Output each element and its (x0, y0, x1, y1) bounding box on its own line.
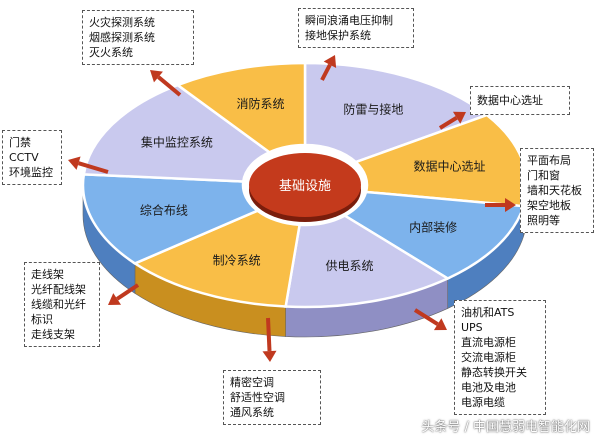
box-line: 交流电源柜 (461, 351, 516, 364)
arrow-shaft-cooling (266, 317, 272, 352)
box-line: 通风系统 (230, 406, 274, 419)
lightning-protection-box: 瞬间浪涌电压抑制接地保护系统 (298, 8, 414, 48)
arrow-shaft-power (413, 308, 439, 326)
arrow-head-lightning (323, 55, 337, 68)
segment-label-lightning: 防雷与接地 (343, 102, 403, 117)
box-line: 平面布局 (527, 154, 571, 167)
box-line: CCTV (9, 151, 39, 164)
segment-lightning (303, 61, 490, 164)
box-line: 门和窗 (527, 169, 560, 182)
segment-fire (175, 61, 307, 154)
cabling-box: 走线架光纤配线架线缆和光纤标识走线支架 (24, 262, 100, 347)
box-line: 电池及电池 (461, 381, 516, 394)
box-line: 火灾探测系统 (89, 16, 155, 29)
segment-label-monitoring: 集中监控系统 (141, 135, 213, 150)
center-label: 基础设施 (279, 179, 331, 194)
segment-label-datacenter-site: 数据中心选址 (413, 159, 485, 174)
power-system-box: 油机和ATS UPS 直流电源柜交流电源柜静态转换开关电池及电池电源电缆 (454, 300, 546, 415)
box-line: 油机和ATS (461, 306, 515, 319)
arrow-shaft-monitoring (77, 161, 109, 174)
segment-power (284, 214, 451, 309)
box-line: 门禁 (9, 136, 31, 149)
box-line: 舒适性空调 (230, 391, 285, 404)
box-line: 走线支架 (31, 328, 75, 341)
segment-label-power: 供电系统 (325, 259, 373, 273)
cooling-system-box: 精密空调舒适性空调通风系统 (223, 370, 321, 425)
segment-cabling (81, 173, 260, 265)
box-line: 标识 (31, 313, 53, 326)
monitoring-box: 门禁 CCTV 环境监控 (2, 130, 62, 185)
datacenter-site-box: 数据中心选址 (470, 86, 570, 115)
arrow-shaft-cabling (116, 283, 140, 301)
segment-monitoring (82, 83, 272, 183)
segment-cooling (132, 209, 302, 308)
arrow-head-cooling (262, 350, 277, 362)
arrow-head-power (433, 318, 447, 331)
box-line: 烟感探测系统 (89, 31, 155, 44)
arrow-shaft-lightning (320, 63, 332, 81)
interior-decoration-box: 平面布局门和窗墙和天花板架空地板照明等 (520, 148, 594, 233)
box-line: 静态转换开关 (461, 366, 527, 379)
box-line: 电源电缆 (461, 396, 505, 409)
segment-label-interior: 内部装修 (409, 220, 457, 235)
segment-label-cooling: 制冷系统 (213, 253, 261, 267)
arrow-head-fire (150, 70, 163, 83)
arrow-shaft-datacenter-site (438, 116, 458, 130)
pie-top-segments (81, 61, 529, 309)
segment-label-cabling: 综合布线 (140, 203, 188, 218)
box-line: 墙和天花板 (527, 184, 582, 197)
box-line: 照明等 (527, 214, 560, 227)
box-line: 灭火系统 (89, 46, 133, 59)
segment-interior (342, 190, 526, 280)
fire-system-box: 火灾探测系统烟感探测系统灭火系统 (82, 10, 194, 65)
box-line: UPS (461, 321, 483, 334)
arrow-head-cabling (108, 293, 122, 305)
arrow-head-datacenter-site (452, 111, 466, 124)
box-line: 线缆和光纤 (31, 298, 86, 311)
watermark: 头条号 / 中国慧弱电智能化网 (421, 420, 590, 435)
center-disc: 基础设施 (249, 153, 361, 222)
box-line: 走线架 (31, 268, 64, 281)
arrow-head-interior (505, 198, 516, 212)
box-line: 瞬间浪涌电压抑制 (305, 14, 393, 27)
box-line: 精密空调 (230, 376, 274, 389)
box-line: 架空地板 (527, 199, 571, 212)
box-line: 直流电源柜 (461, 336, 516, 349)
center-disc-top (249, 153, 361, 217)
pointer-arrows (68, 55, 516, 362)
segment-label-fire: 消防系统 (236, 96, 284, 111)
box-line: 接地保护系统 (305, 29, 371, 42)
box-line: 数据中心选址 (477, 94, 543, 107)
box-line: 光纤配线架 (31, 283, 86, 296)
box-line: 环境监控 (9, 166, 53, 179)
arrow-head-monitoring (68, 156, 81, 170)
arrow-shaft-fire (157, 75, 182, 97)
